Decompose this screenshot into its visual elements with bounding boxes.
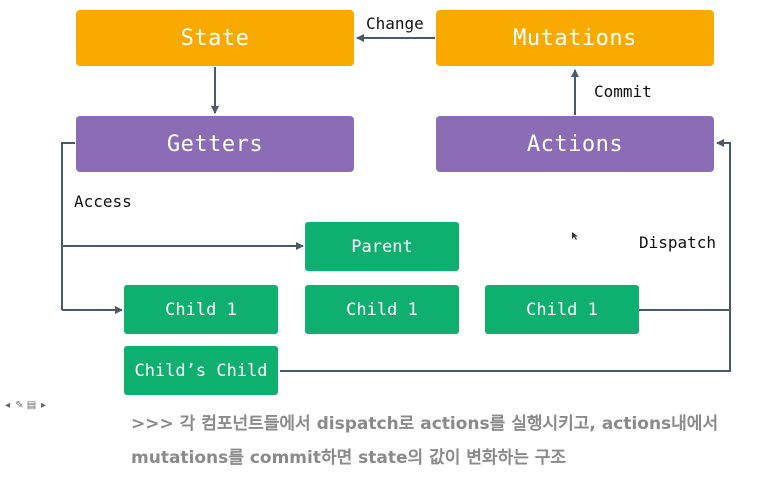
child-node-2: Child 1 [305,285,459,334]
mouse-cursor-icon [572,232,578,240]
child-node-3: Child 1 [485,285,639,334]
mutations-node: Mutations [436,10,714,66]
getters-node: Getters [76,116,354,172]
commit-label: Commit [594,82,652,101]
child-node-1: Child 1 [124,285,278,334]
actions-node: Actions [436,116,714,172]
arrow-right-icon[interactable]: ▸ [40,400,47,411]
nav-toolbar: ◂ ✎ ▤ ▸ [2,400,49,411]
dispatch-label: Dispatch [639,233,717,252]
pencil-icon[interactable]: ✎ [15,400,24,411]
arrow-left-icon[interactable]: ◂ [4,400,11,411]
access-label: Access [74,192,132,211]
explanation-text: >>> 각 컴포넌트들에서 dispatch로 actions를 실행시키고, … [131,414,719,468]
state-node: State [76,10,354,66]
childs-child-node: Child’s Child [124,346,278,395]
access-line [61,142,75,310]
change-label: Change [366,14,424,33]
parent-node: Parent [305,222,459,271]
document-icon[interactable]: ▤ [26,400,37,411]
dispatch-arrow [280,139,731,372]
